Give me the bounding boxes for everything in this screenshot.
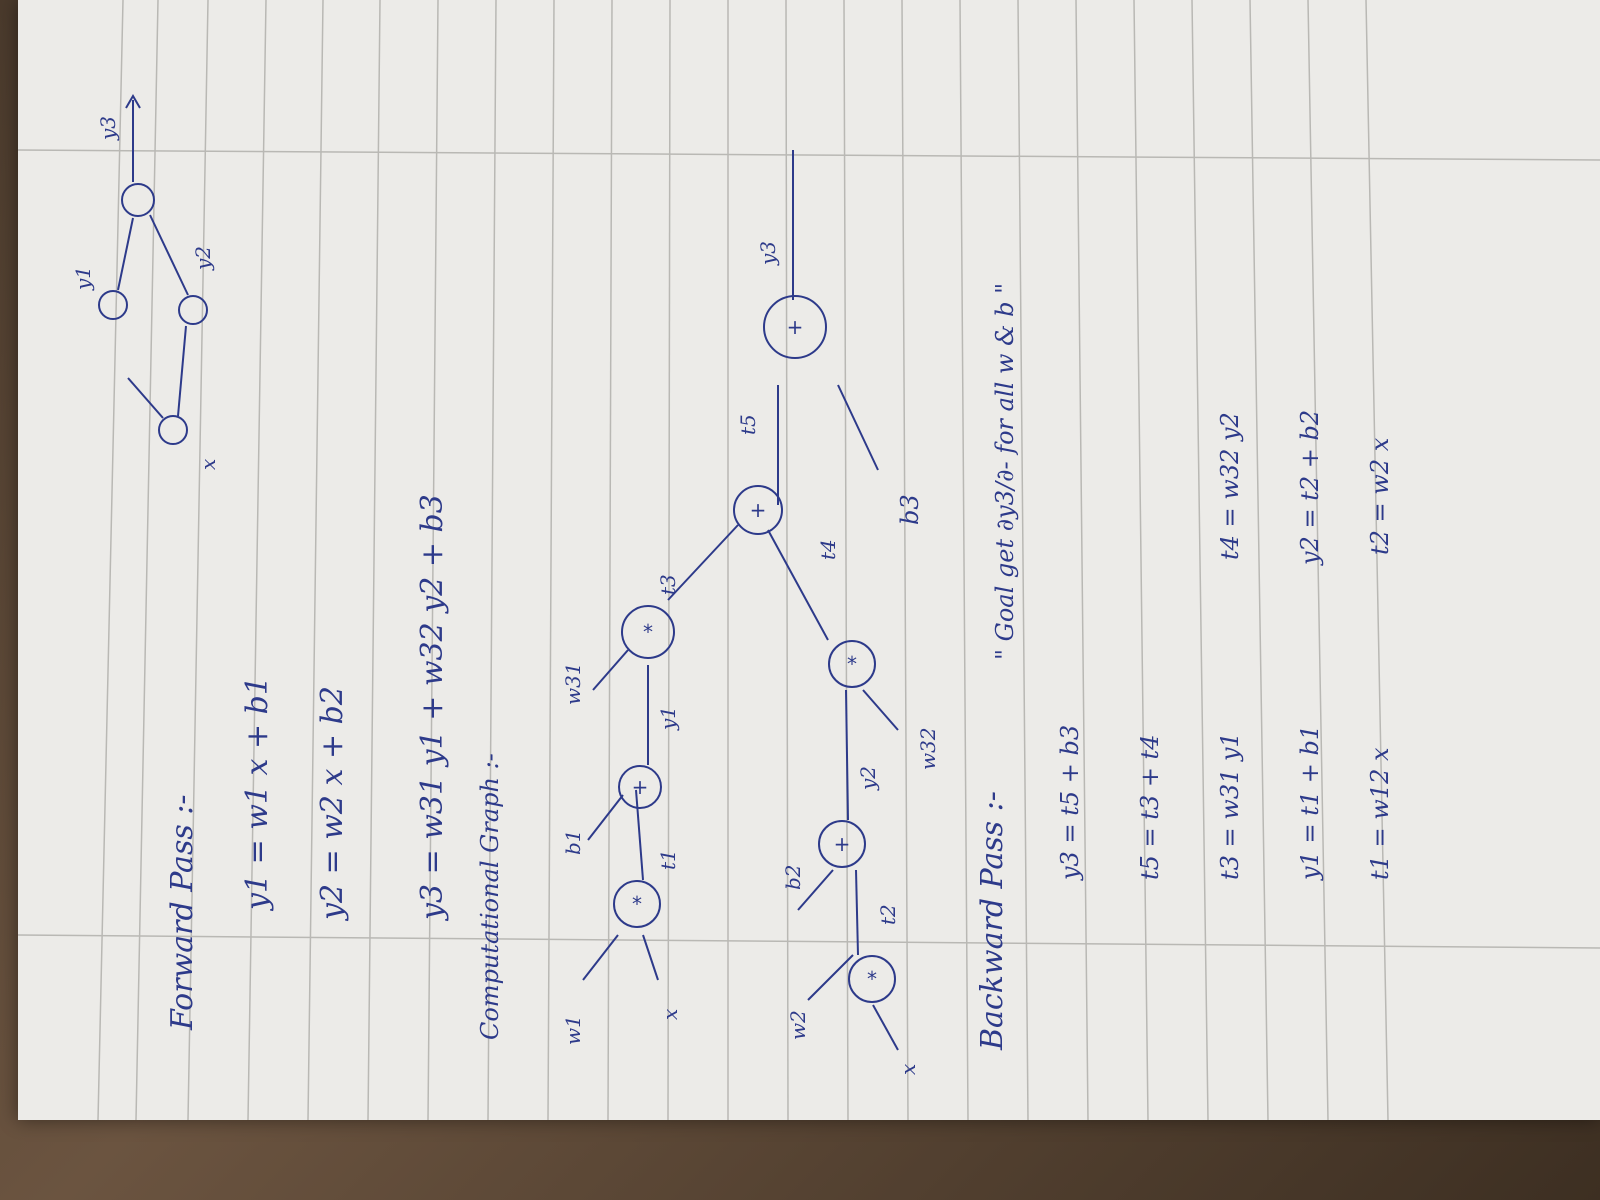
mini-label-y1: y1 (71, 265, 95, 290)
mul-node-w2x: * (848, 955, 896, 1003)
backward-eq-t2: t2 = w2 x (1366, 437, 1394, 555)
backward-eq-t5: t5 = t3 + t4 (1136, 734, 1164, 880)
label-t2: t2 (876, 904, 900, 925)
add-node-t5: + (733, 485, 783, 535)
label-w1: w1 (561, 1015, 585, 1045)
label-w2: w2 (786, 1010, 810, 1040)
forward-eq-3: y3 = w31 y1 + w32 y2 + b3 (415, 494, 450, 920)
mini-label-y2: y2 (191, 245, 215, 270)
forward-pass-title: Forward Pass :- (165, 794, 200, 1030)
label-b2: b2 (781, 864, 805, 890)
backward-pass-title: Backward Pass :- (975, 791, 1010, 1050)
backward-eq-y1: y1 = t1 + b1 (1296, 724, 1324, 880)
label-b1: b1 (561, 829, 585, 855)
mul-node-w1x: * (613, 880, 661, 928)
backward-eq-y2: y2 = t2 + b2 (1296, 409, 1324, 565)
label-t5: t5 (736, 414, 760, 435)
backward-eq-t3: t3 = w31 y1 (1216, 732, 1244, 880)
label-x-a: x (658, 1008, 682, 1020)
mini-label-x: x (196, 458, 220, 470)
label-x-b: x (896, 1063, 920, 1075)
mul-node-w31: * (621, 605, 675, 659)
label-y2: y2 (856, 765, 880, 790)
label-w32: w32 (916, 727, 940, 770)
add-node-b2: + (818, 820, 866, 868)
backward-eq-t4: t4 = w32 y2 (1216, 412, 1244, 560)
label-y3: y3 (756, 240, 780, 265)
notebook-page: Forward Pass :- y1 = w1 x + b1 y2 = w2 x… (18, 0, 1600, 1120)
mul-node-w32: * (828, 640, 876, 688)
label-w31: w31 (561, 662, 585, 705)
ruled-lines (18, 0, 1600, 1120)
add-node-b1: + (618, 765, 662, 809)
forward-eq-2: y2 = w2 x + b2 (315, 686, 350, 920)
label-t3: t3 (656, 574, 680, 595)
backward-eq-t1: t1 = w12 x (1366, 747, 1394, 880)
forward-eq-1: y1 = w1 x + b1 (240, 676, 275, 910)
mini-label-y3: y3 (96, 115, 120, 140)
add-node-b3: + (763, 295, 827, 359)
backward-goal: " Goal get ∂y3/∂- for all w & b " (991, 282, 1019, 660)
label-y1: y1 (656, 705, 680, 730)
label-t4: t4 (816, 539, 840, 560)
backward-eq-y3: y3 = t5 + b3 (1056, 724, 1084, 880)
computational-graph-title: Computational Graph :- (476, 753, 504, 1040)
label-t1: t1 (656, 849, 680, 870)
label-b3: b3 (896, 494, 924, 525)
